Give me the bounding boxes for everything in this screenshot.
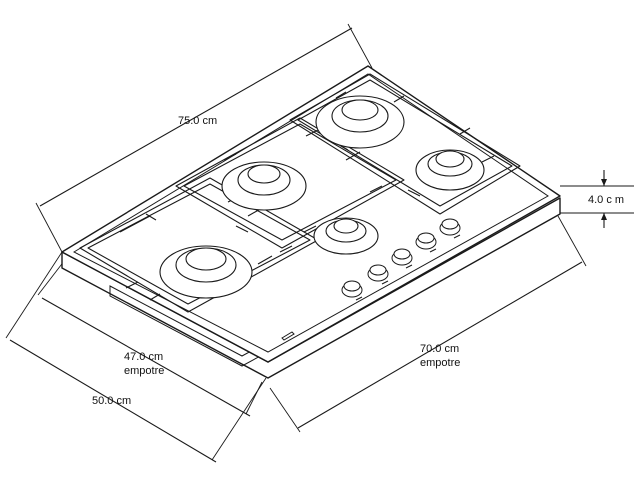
knob-4 bbox=[415, 232, 437, 250]
dimension-cutout-depth: 47.0 cm empotre bbox=[37, 255, 263, 417]
dimension-width-total: 75.0 cm bbox=[35, 23, 373, 253]
label-cutout-width-note: empotre bbox=[420, 357, 460, 369]
label-cutout-depth: 47.0 cm bbox=[124, 351, 163, 363]
brand-mark bbox=[281, 331, 295, 341]
burner-rear-left bbox=[221, 161, 307, 211]
dimension-height: 4.0 c m bbox=[560, 170, 634, 228]
label-height: 4.0 c m bbox=[588, 194, 624, 206]
label-width-total: 75.0 cm bbox=[178, 115, 217, 127]
burner-front-left bbox=[159, 245, 253, 299]
burner-rear-right bbox=[415, 149, 485, 191]
burner-front-center bbox=[313, 217, 379, 255]
dimension-depth-total: 50.0 cm bbox=[5, 251, 267, 463]
control-knobs bbox=[341, 218, 461, 301]
knob-2 bbox=[367, 264, 389, 282]
burner-rear-center bbox=[315, 95, 405, 149]
knob-3 bbox=[391, 248, 413, 266]
grate-right bbox=[289, 73, 521, 215]
knob-1 bbox=[341, 280, 363, 298]
grate-center bbox=[175, 117, 405, 249]
label-cutout-depth-note: empotre bbox=[124, 365, 164, 377]
dimension-cutout-width: 70.0 cm empotre bbox=[269, 215, 587, 433]
label-cutout-width: 70.0 cm bbox=[420, 343, 459, 355]
knob-5 bbox=[439, 218, 461, 236]
label-depth-total: 50.0 cm bbox=[92, 395, 131, 407]
